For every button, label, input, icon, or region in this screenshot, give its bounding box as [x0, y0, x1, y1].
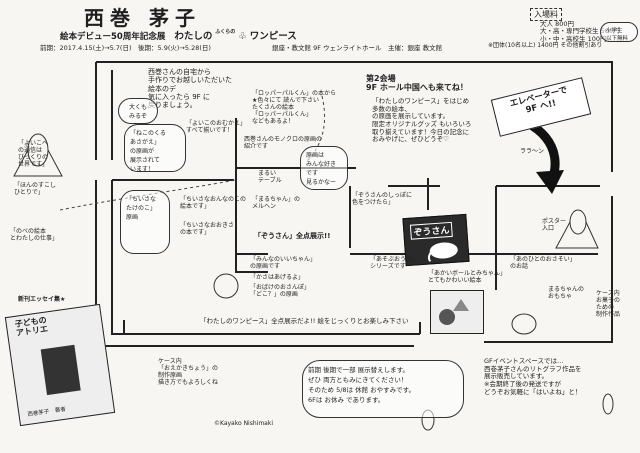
- bubble-center-right: 原画は みんな好き です 見るかなー: [300, 146, 348, 190]
- subtitle-prefix: 絵本デビュー50周年記念展: [60, 32, 166, 42]
- note-zousan-tail: 「ぞうさんのしっぽに 色をつけたら」: [352, 192, 413, 207]
- artist-name: 西巻 茅子: [84, 6, 201, 30]
- essay-book: 子どもの アトリエ 西巻茅子 著者: [4, 303, 116, 427]
- admission-info: 入場料 大人 800円 大・高・専門学校生 500円 小・中・高校生 100円: [530, 2, 638, 43]
- copyright: ©Kayako Nishimaki: [214, 420, 273, 427]
- note-right-1: 「あかいボールとみちゃん」 とてもかわいい絵本: [428, 270, 507, 285]
- note-right-side-2: ケース内 お菓子の ための 制作作品: [596, 290, 621, 319]
- wall-top: [96, 61, 613, 172]
- note-left-books: 「ほんのすこし ひとりで」: [14, 182, 57, 197]
- free-badge: 小学生 以下無料: [600, 22, 638, 42]
- note-center-3: 「おばけのおさんぽ」 「どこ？」の原画: [250, 284, 311, 299]
- essay-book-footer: 西巻茅子 著者: [27, 406, 67, 418]
- book-caption: 新刊エッセイ集★: [18, 296, 66, 303]
- bubble-takenoko: 「ちいさな たけのこ」 原画: [120, 190, 170, 254]
- note-bottom-banner: 「わたしのワンピース」全点展示だよ!! 絵をじっくりとお楽しみ下さい: [200, 317, 409, 325]
- note-zousan-all: 「ぞうさん」全点展示!!: [254, 232, 331, 240]
- bubble-period-note: 前期 後期で一部 展示替えします。 ぜひ 両方ともみにきてください！ そのため …: [302, 360, 464, 418]
- onepiece-book-art: [439, 299, 469, 325]
- hall2-body: 「わたしのワンピース」をはじめ 多数の絵本、 の原画を展示しています。 限定オリ…: [372, 97, 472, 144]
- subtitle-ruby: ふくらの: [215, 29, 236, 35]
- exhibition-subtitle: 絵本デビュー50周年記念展 わたしの ふくらの ♧ ワンピース: [60, 28, 297, 42]
- venue-line: 銀座・教文館 9F ウェンライトホール 主催：銀座 教文館: [272, 44, 443, 52]
- subtitle-main: わたしの: [174, 31, 213, 42]
- note-left-case: ケース内 「おえかきちょう」の 制作原画 描き方でもよろしくね: [158, 358, 219, 387]
- note-bottom-right: GFイベントスペースでは… 西巻茅子さんのリトグラフ作品を 展示販売しています。…: [484, 357, 582, 396]
- note-area-a: 「ちいさなおんなのこの 絵本です」: [180, 196, 247, 211]
- essay-book-title: 子どもの アトリエ: [14, 315, 49, 338]
- note-center-sketch: 西巻さんのモノクロの原画の 紹介です: [244, 136, 323, 151]
- note-left-last: 「のべの絵本 とわたしの仕事」: [10, 228, 59, 243]
- note-top-left: 西巻さんの自宅から 手作りでお越しいただいた 絵本のデ 気に入ったら 9F に …: [148, 68, 232, 109]
- zousan-book-cover: ぞうさん: [402, 213, 470, 267]
- note-center-4: 「あそぶおうち」 シリーズです: [370, 256, 419, 271]
- essay-book-illustration: [40, 344, 81, 396]
- onepiece-book: [430, 290, 484, 334]
- note-center-top: 「ロッパーパルくん」の本から ★色々にて 読んで下さい たくさんの絵本 「ロッパ…: [252, 90, 336, 126]
- note-area-b: 「ちいさなおおきさ の本です」: [180, 222, 235, 237]
- onepiece-icon: ♧: [238, 31, 247, 42]
- bubble-neko: 「ねこのくる あさがえ」 の原画が 展示されて います！: [124, 124, 186, 173]
- admission-row-1: 大・高・専門学校生 500円: [540, 27, 620, 36]
- hall2-title: 第2会場 9F ホール中国へも来てね！: [366, 74, 468, 93]
- note-right-side-1: まるちゃんの おもちゃ: [548, 286, 585, 301]
- elephant-icon: [427, 242, 458, 262]
- bubble-kumo: 大くも みるぞ: [118, 98, 158, 124]
- note-center-2: 「かさはあげるよ」: [250, 274, 305, 281]
- elevator-caption: ララ〜ン: [520, 148, 545, 155]
- note-entrance: ポスター 入口: [542, 218, 567, 233]
- subtitle-tail: ワンピース: [249, 31, 297, 42]
- note-right-2: 「あのひとのおさそい」 のお話: [510, 256, 576, 271]
- admission-heading: 入場料: [530, 8, 562, 21]
- period-line: 前期：2017.4.15(土)→5.7(日) 後期：5.9(火)→5.28(日): [40, 44, 211, 52]
- note-left-low: 「よいこへ の通信は びっくりの 世界です」: [18, 140, 49, 169]
- admission-row-2: 小・中・高校生 100円: [540, 34, 607, 43]
- note-center-1: 「みんなのいいちゃん」 の原画です: [250, 256, 317, 271]
- note-bridge: 「まるちゃん」の メルヘン: [252, 196, 301, 211]
- note-center-cart: まるい テーブル: [258, 170, 282, 185]
- admission-row-0: 大人 800円: [540, 20, 574, 28]
- note-left-mid: 「よいこのおむかえ」 すべて揃いです！: [186, 120, 247, 135]
- admission-group: ※団体(10名以上) 1400円 その他割引あり: [488, 42, 603, 49]
